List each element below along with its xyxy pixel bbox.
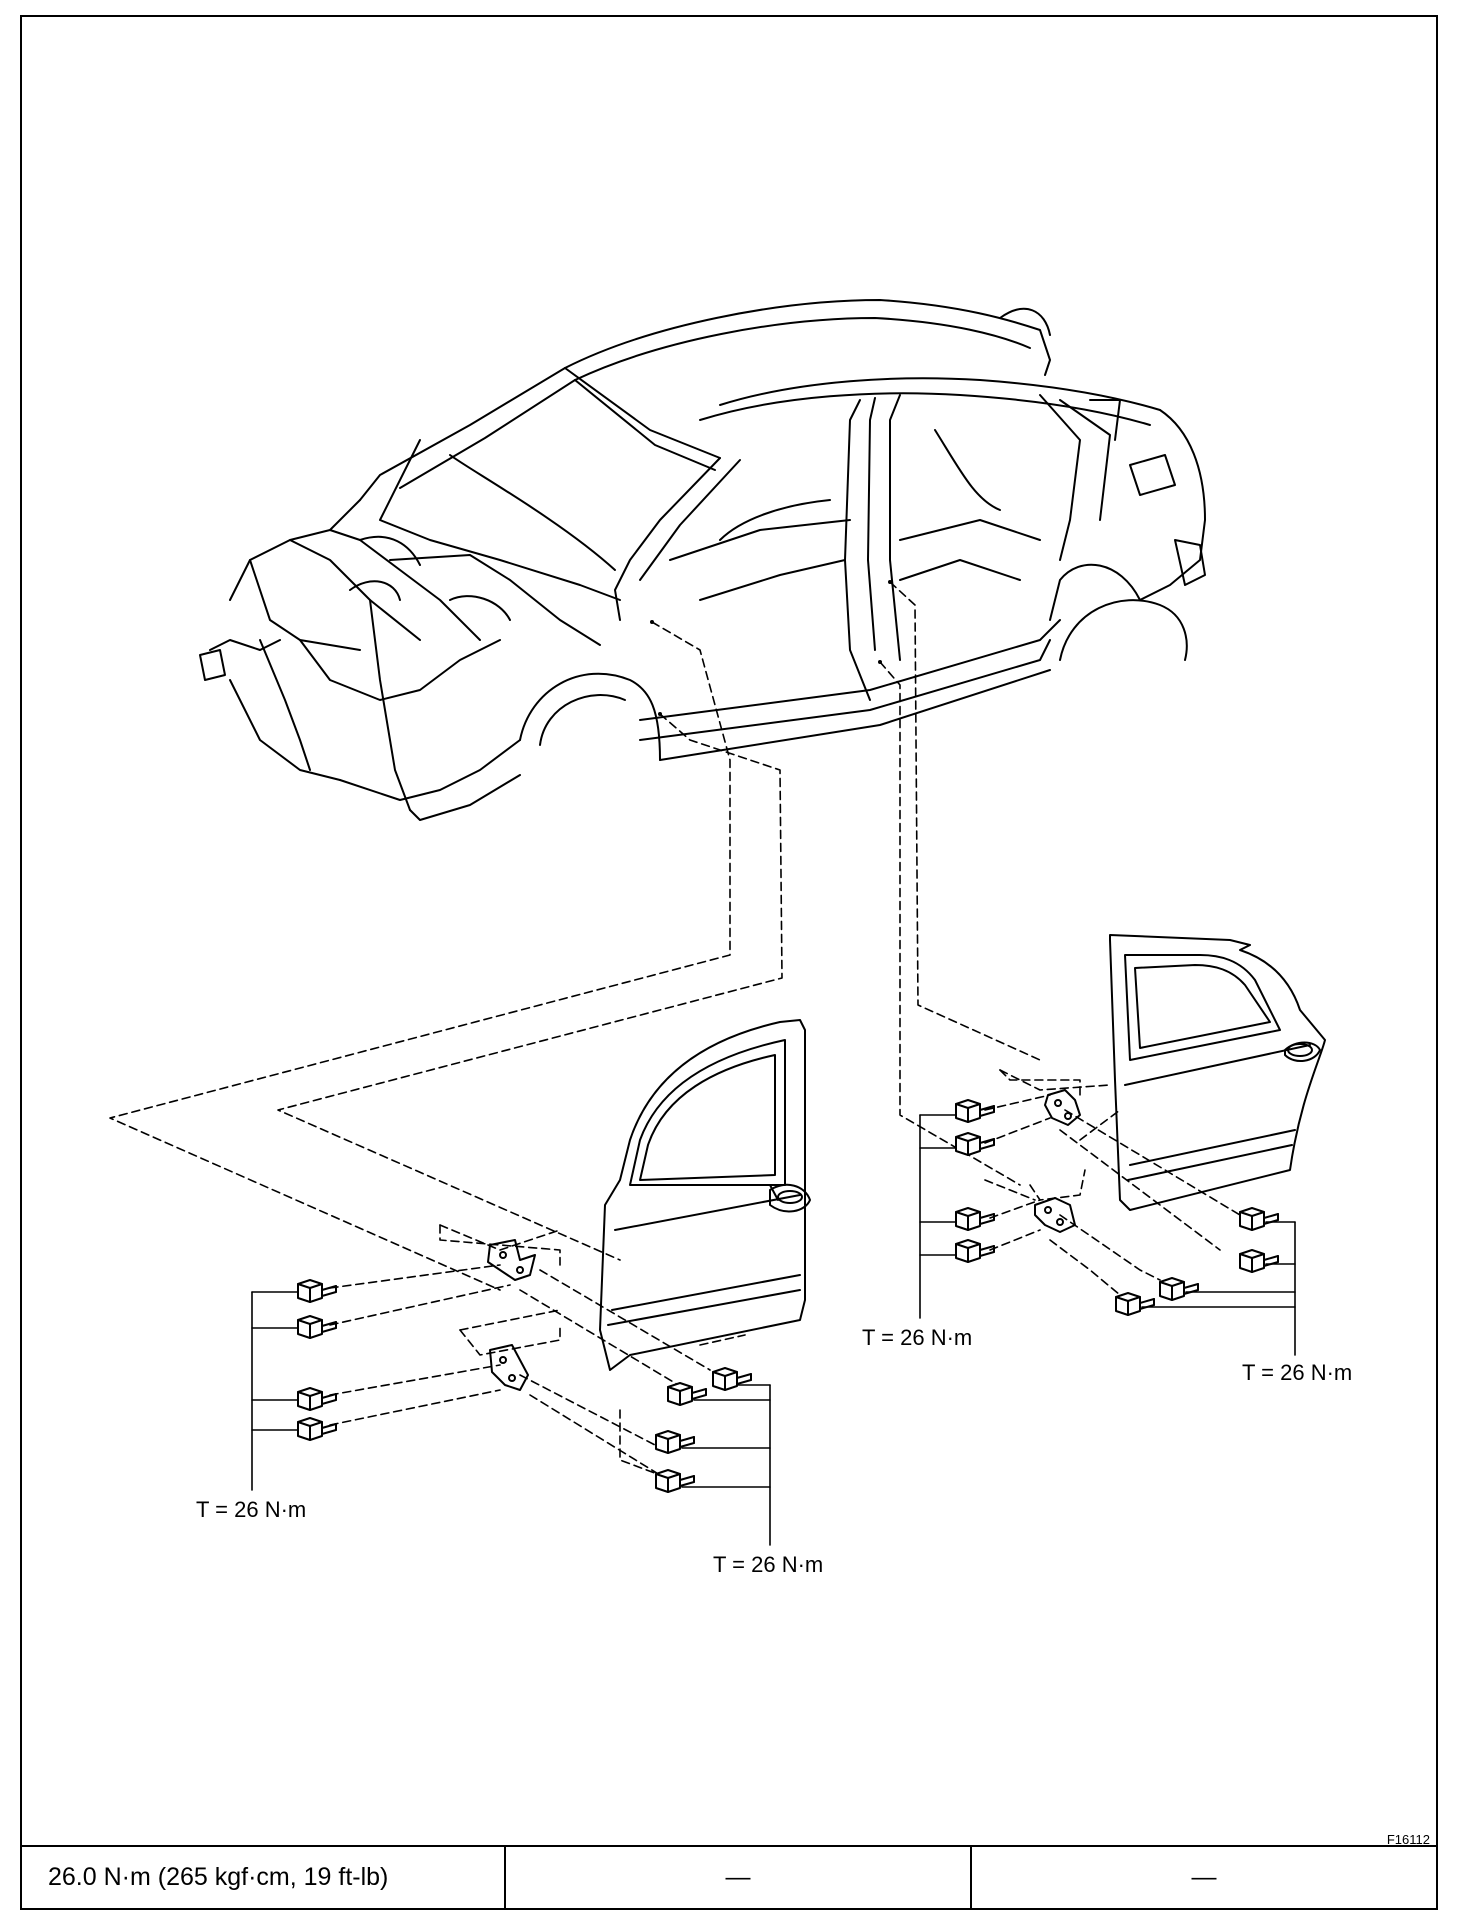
rear-door-bolts-bracket (1141, 1221, 1296, 1356)
torque-label-front-door: T = 26 N·m (713, 1552, 824, 1577)
torque-spec-cell: 26.0 N·m (265 kgf·cm, 19 ft-lb) (20, 1845, 506, 1910)
front-door-panel (599, 1019, 811, 1371)
diagram-frame (20, 15, 1438, 1910)
torque-label-front-body: T = 26 N·m (196, 1497, 307, 1522)
front-door-side-bolts (655, 1367, 752, 1493)
front-door-bolts-bracket (681, 1384, 771, 1546)
front-lower-hinge (489, 1344, 529, 1391)
torque-label-rear-door: T = 26 N·m (1242, 1360, 1353, 1385)
rear-door-panel (1109, 934, 1326, 1211)
rear-upper-hinge (1044, 1089, 1081, 1126)
rear-lower-hinge (1034, 1197, 1076, 1233)
figure-id: F16112 (1386, 1832, 1430, 1847)
front-body-bolts-bracket (251, 1291, 299, 1491)
torque-spec-table: 26.0 N·m (265 kgf·cm, 19 ft-lb) — — (20, 1845, 1438, 1910)
spec-cell-empty-2: — (970, 1845, 1438, 1910)
table-row: 26.0 N·m (265 kgf·cm, 19 ft-lb) — — (20, 1845, 1438, 1910)
front-body-side-bolts (297, 1279, 337, 1441)
spec-cell-empty-1: — (504, 1845, 972, 1910)
torque-label-rear-body: T = 26 N·m (862, 1325, 973, 1350)
front-upper-hinge (487, 1239, 536, 1281)
alignment-leader-lines (109, 581, 1241, 1476)
vehicle-body-shell (199, 299, 1206, 821)
rear-door-side-bolts (1115, 1207, 1279, 1316)
rear-body-bolts-bracket (919, 1114, 957, 1319)
